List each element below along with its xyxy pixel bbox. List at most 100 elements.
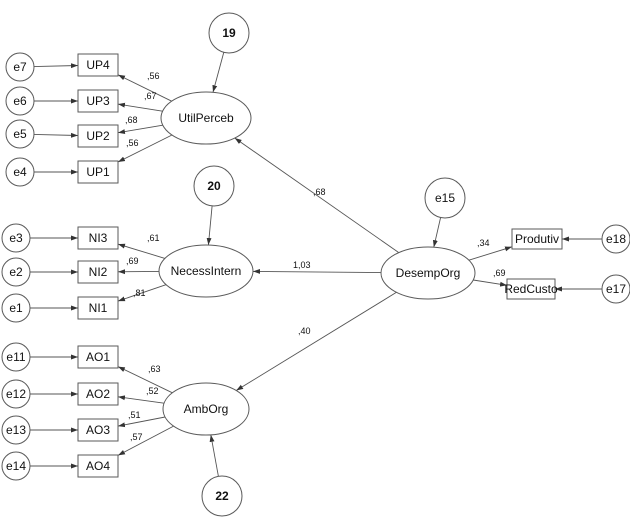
node-NecessIntern: NecessIntern	[158, 244, 254, 298]
coef-label-DesempOrg-AmbOrg: ,40	[298, 326, 311, 336]
edge-AmbOrg-to-AO2	[117, 395, 165, 404]
edge-NecessIntern-to-NI1	[117, 284, 167, 302]
node-e2: e2	[1, 257, 31, 287]
edges-layer	[30, 52, 602, 477]
node-label-e17: e17	[606, 282, 626, 296]
node-label-UP2: UP2	[86, 129, 110, 143]
coef-label-NecessIntern-NI1: ,81	[133, 288, 146, 298]
edge-n19-to-UtilPerceb	[212, 52, 225, 93]
node-AO4: AO4	[77, 454, 119, 478]
node-e6: e6	[5, 86, 35, 116]
node-shape-NI3	[77, 226, 119, 250]
edge-NecessIntern-to-NI3	[117, 243, 166, 259]
edge-DesempOrg-to-Produtiv	[468, 246, 513, 261]
node-shape-e11	[1, 342, 31, 372]
node-UtilPerceb: UtilPerceb	[160, 91, 252, 145]
node-RedCusto: RedCusto	[504, 278, 558, 300]
node-DesempOrg: DesempOrg	[380, 246, 476, 300]
node-n20: 20	[193, 165, 235, 207]
coefficient-labels-layer: ,681,03,40,34,69,56,67,68,56,61,69,81,63…	[125, 71, 506, 442]
edge-AmbOrg-to-AO3	[117, 416, 166, 428]
node-shape-e18	[601, 224, 630, 254]
node-label-e14: e14	[6, 459, 26, 473]
node-shape-RedCusto	[506, 278, 556, 300]
node-shape-e1	[1, 293, 31, 323]
node-shape-NecessIntern	[158, 244, 254, 298]
node-shape-NI2	[77, 260, 119, 284]
node-shape-AO2	[77, 382, 119, 406]
node-shape-NI1	[77, 296, 119, 320]
node-UP3: UP3	[77, 89, 119, 113]
node-label-UtilPerceb: UtilPerceb	[178, 111, 234, 125]
edge-DesempOrg-to-RedCusto	[473, 279, 508, 287]
node-e12: e12	[1, 379, 31, 409]
coef-label-DesempOrg-NecessIntern: 1,03	[293, 260, 311, 270]
node-shape-UtilPerceb	[160, 91, 252, 145]
node-NI1: NI1	[77, 296, 119, 320]
node-shape-e7	[5, 52, 35, 82]
node-label-AO1: AO1	[86, 350, 110, 364]
node-e3: e3	[1, 223, 31, 253]
node-n19: 19	[208, 12, 250, 54]
node-label-Produtiv: Produtiv	[515, 232, 559, 246]
node-NI2: NI2	[77, 260, 119, 284]
node-e4: e4	[5, 157, 35, 187]
node-shape-AO3	[77, 418, 119, 442]
coef-label-UtilPerceb-UP2: ,68	[125, 115, 138, 125]
edge-UtilPerceb-to-UP4	[117, 74, 172, 102]
node-e13: e13	[1, 415, 31, 445]
node-shape-UP3	[77, 89, 119, 113]
node-shape-e3	[1, 223, 31, 253]
node-Produtiv: Produtiv	[511, 228, 563, 250]
node-shape-UP2	[77, 124, 119, 148]
node-NI3: NI3	[77, 226, 119, 250]
coef-label-UtilPerceb-UP1: ,56	[126, 138, 139, 148]
node-e18: e18	[601, 224, 630, 254]
node-shape-AO1	[77, 345, 119, 369]
coef-label-AmbOrg-AO1: ,63	[148, 364, 161, 374]
node-shape-e5	[5, 119, 35, 149]
edge-e15-to-DesempOrg	[432, 217, 442, 248]
node-label-AmbOrg: AmbOrg	[184, 402, 229, 416]
node-shape-n22	[201, 475, 243, 517]
node-AO3: AO3	[77, 418, 119, 442]
edge-DesempOrg-to-AmbOrg	[235, 291, 397, 391]
node-label-e11: e11	[6, 350, 25, 364]
coef-label-NecessIntern-NI3: ,61	[147, 233, 160, 243]
edge-e7-to-UP4	[33, 63, 79, 69]
node-UP2: UP2	[77, 124, 119, 148]
node-label-NI3: NI3	[89, 231, 108, 245]
node-shape-e17	[601, 274, 630, 304]
node-shape-e6	[5, 86, 35, 116]
node-e1: e1	[1, 293, 31, 323]
coef-label-NecessIntern-NI2: ,69	[126, 256, 139, 266]
coef-label-AmbOrg-AO3: ,51	[128, 410, 141, 420]
node-label-e4: e4	[13, 165, 27, 179]
node-e15: e15	[424, 177, 466, 219]
edge-AmbOrg-to-AO4	[117, 425, 174, 456]
node-UP4: UP4	[77, 53, 119, 77]
edge-UtilPerceb-to-UP2	[117, 124, 163, 134]
edge-n20-to-NecessIntern	[206, 205, 213, 246]
node-shape-AO4	[77, 454, 119, 478]
node-shape-e14	[1, 451, 31, 481]
edge-DesempOrg-to-UtilPerceb	[234, 137, 400, 253]
edge-UtilPerceb-to-UP1	[117, 134, 173, 163]
node-AO2: AO2	[77, 382, 119, 406]
node-label-e18: e18	[606, 232, 626, 246]
edge-n22-to-AmbOrg	[209, 434, 219, 477]
node-shape-UP4	[77, 53, 119, 77]
coef-label-AmbOrg-AO2: ,52	[146, 386, 159, 396]
coef-label-AmbOrg-AO4: ,57	[130, 432, 143, 442]
node-label-AO2: AO2	[86, 387, 110, 401]
node-label-e2: e2	[9, 265, 23, 279]
node-shape-Produtiv	[511, 228, 563, 250]
node-e17: e17	[601, 274, 630, 304]
node-label-e12: e12	[6, 387, 26, 401]
node-label-DesempOrg: DesempOrg	[396, 266, 461, 280]
node-label-n22: 22	[215, 489, 229, 503]
node-e11: e11	[1, 342, 31, 372]
node-shape-e15	[424, 177, 466, 219]
